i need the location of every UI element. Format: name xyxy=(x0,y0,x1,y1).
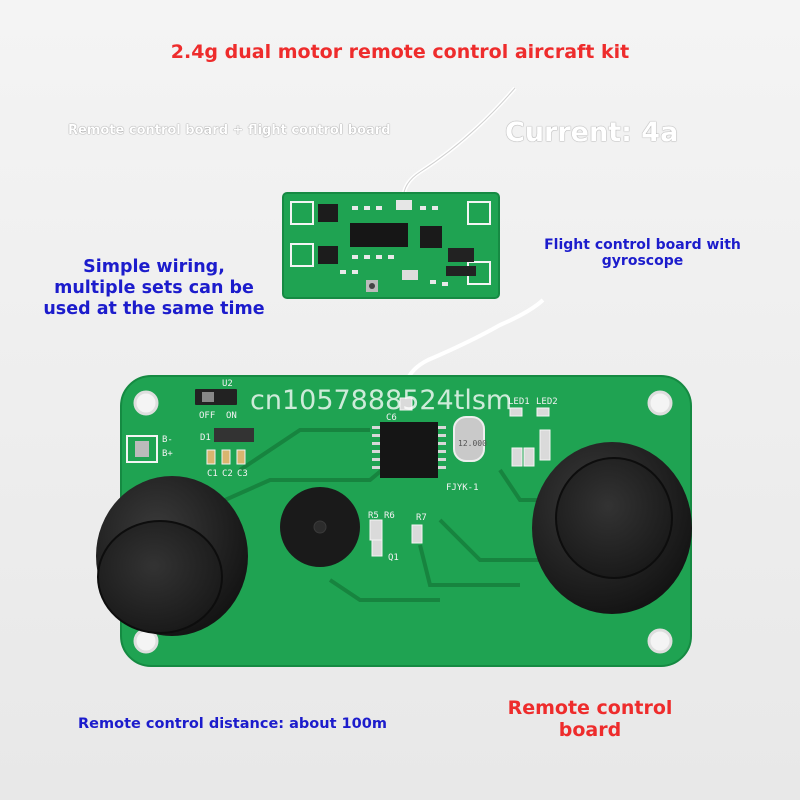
flight-board-label: Flight control board with gyroscope xyxy=(544,237,741,270)
right-joystick-cap xyxy=(555,457,673,579)
crystal-oscillator xyxy=(453,416,485,462)
silk-c2: C2 xyxy=(222,469,233,479)
page-title: 2.4g dual motor remote control aircraft … xyxy=(170,41,630,63)
silk-on: ON xyxy=(226,411,237,421)
diode xyxy=(214,428,254,442)
silk-c6: C6 xyxy=(386,413,397,423)
silk-r7: R7 xyxy=(416,513,427,523)
silk-d1: D1 xyxy=(200,433,211,443)
current-spec: Current: 4a xyxy=(505,117,679,148)
flight-mcu-chip xyxy=(350,223,408,247)
silk-b-minus: B- xyxy=(162,435,173,445)
silk-b-plus: B+ xyxy=(162,449,173,459)
silk-led2: LED2 xyxy=(536,397,558,407)
distance-spec: Remote control distance: about 100m xyxy=(78,716,387,732)
remote-board-label: Remote control board xyxy=(507,697,673,741)
remote-board-antenna xyxy=(402,298,545,396)
silk-crystal: 12.000 xyxy=(458,439,487,448)
silk-model: FJYK-1 xyxy=(446,483,479,493)
gyroscope-chip xyxy=(420,226,442,248)
silk-c1: C1 xyxy=(207,469,218,479)
silk-r6: R6 xyxy=(384,511,395,521)
silk-led1: LED1 xyxy=(508,397,530,407)
flight-control-board xyxy=(282,192,500,299)
power-switch xyxy=(195,389,237,405)
remote-mcu-chip xyxy=(380,422,438,478)
watermark: cn1057888524tlsm xyxy=(250,385,513,416)
silk-c3: C3 xyxy=(237,469,248,479)
battery-terminal xyxy=(126,435,158,463)
silk-r5: R5 xyxy=(368,511,379,521)
silk-off: OFF xyxy=(199,411,215,421)
pcb-silkscreen: U2 OFF ON B- B+ D1 C1 C2 C3 LED1 LED2 12… xyxy=(162,379,558,563)
wiring-note: Simple wiring, multiple sets can be used… xyxy=(43,257,265,319)
remote-control-board xyxy=(96,375,692,667)
left-joystick-cap xyxy=(97,520,223,634)
silk-u2: U2 xyxy=(222,379,233,389)
silk-q1: Q1 xyxy=(388,553,399,563)
boards-subtitle: Remote control board + flight control bo… xyxy=(68,123,391,138)
